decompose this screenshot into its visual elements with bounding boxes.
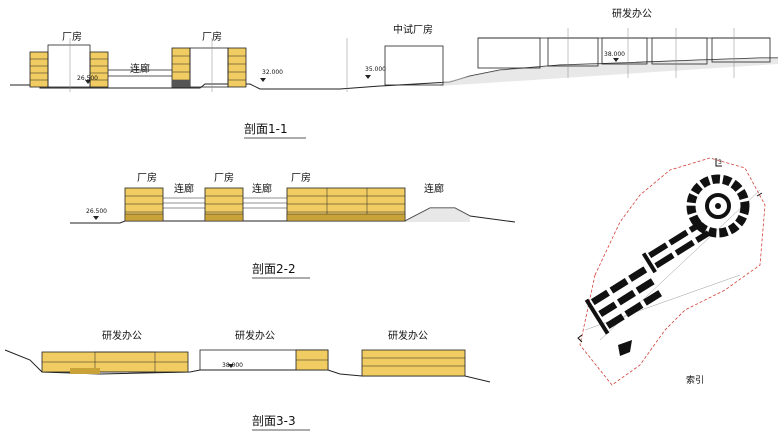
- index-map: 3 索引: [577, 157, 766, 386]
- pilot-factory-building: [346, 38, 444, 92]
- factory-blocks: [641, 220, 711, 274]
- corridor-b-label: 连廊: [252, 182, 272, 195]
- corridor-label: 连廊: [130, 62, 150, 75]
- rd-office-c-label: 研发办公: [388, 329, 428, 342]
- small-building: [618, 340, 632, 356]
- section-2-2: 26.500 厂房 连廊 厂房 连廊 厂房 连廊 剖面2-2: [70, 171, 516, 279]
- elevation-marker-1: [85, 80, 91, 84]
- elevation-marker: [93, 216, 99, 220]
- factory-b-building: [171, 38, 247, 92]
- rd-office-a-label: 研发办公: [102, 329, 142, 342]
- section-3-title: 剖面3-3: [252, 414, 296, 428]
- section-cut-mark: [715, 158, 722, 167]
- ramp-fill: [405, 208, 470, 222]
- rd-office-b-building: [199, 349, 329, 371]
- section-cut-number: 3: [718, 159, 722, 166]
- section-3-3: 38.000 研发办公 研发办公 研发办公 剖面3-3: [4, 329, 491, 431]
- factory-a-label: 厂房: [137, 171, 157, 184]
- rd-office-label: 研发办公: [612, 7, 652, 20]
- corridor-a-structure: [163, 197, 205, 209]
- corridor-structure: [108, 69, 175, 77]
- elevation-label-4: 38.000: [604, 51, 625, 58]
- corridor-c-label: 连廊: [424, 182, 444, 195]
- index-label: 索引: [686, 374, 704, 386]
- elevation-label-3: 35.000: [365, 66, 386, 73]
- rd-office-b-label: 研发办公: [235, 329, 275, 342]
- corridor-a-label: 连廊: [174, 182, 194, 195]
- site-boundary: [579, 157, 766, 386]
- factory-a-building: [124, 187, 164, 222]
- office-blocks: [584, 266, 663, 335]
- elevation-marker-4: [613, 58, 619, 62]
- corridor-b-structure: [243, 197, 287, 209]
- guide-line: [599, 189, 761, 341]
- section-1-1: 26.500 32.000 35.000 38.000 厂房 厂房 连廊 中试厂…: [10, 7, 778, 139]
- rd-office-c-building: [361, 349, 466, 377]
- factory-a-label: 厂房: [62, 30, 82, 43]
- elevation-label: 26.500: [86, 208, 107, 215]
- slope-fill: [440, 58, 778, 86]
- rd-office-a-building: [41, 351, 189, 374]
- elevation-label-1: 26.500: [77, 75, 98, 82]
- factory-b-building: [204, 187, 244, 222]
- section-cut-mark: [577, 334, 583, 343]
- elevation-label-2: 32.000: [262, 69, 283, 76]
- elevation-marker-2: [260, 78, 266, 82]
- pilot-factory-label: 中试厂房: [393, 23, 433, 36]
- section-2-title: 剖面2-2: [252, 262, 296, 276]
- factory-c-building: [286, 187, 406, 222]
- radial-building: [686, 174, 750, 238]
- section-cut-mark: [756, 192, 763, 197]
- elevation-label: 38.000: [222, 362, 243, 369]
- factory-a-building: [29, 38, 109, 92]
- factory-b-label: 厂房: [214, 171, 234, 184]
- section-1-title: 剖面1-1: [244, 122, 288, 136]
- factory-c-label: 厂房: [291, 171, 311, 184]
- factory-b-label: 厂房: [202, 30, 222, 43]
- rd-office-building: [477, 28, 771, 78]
- elevation-marker: [228, 364, 234, 368]
- elevation-marker-3: [365, 75, 371, 79]
